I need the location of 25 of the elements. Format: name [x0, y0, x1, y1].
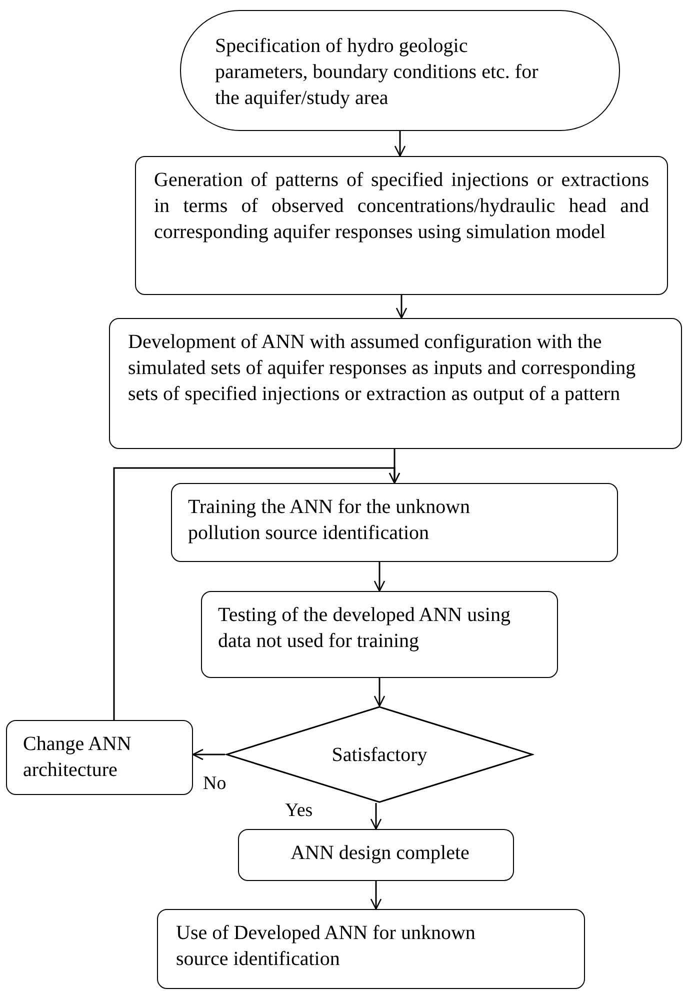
arrow [370, 803, 382, 830]
node-text: Testing of the developed ANN using data not used for training [218, 603, 512, 654]
arrow [394, 131, 406, 157]
process-box [135, 156, 668, 295]
process-box [238, 829, 514, 881]
process-box [6, 720, 193, 795]
node-text: Satisfactory [332, 742, 428, 768]
process-box [157, 909, 585, 989]
node-text: Use of Developed ANN for unknown source identification [176, 921, 476, 972]
node-text: Generation of patterns of specified injections or extractions in terms of observed concentrations/hydraulic head and corresponding aquifer responses using simulation model [154, 168, 649, 245]
arrow [113, 467, 400, 720]
process-box [201, 591, 558, 678]
arrow [370, 881, 382, 910]
process-box [171, 483, 618, 562]
node-text: Specification of hydro geologic parameters, boundary conditions etc. for the aquifer/study area [215, 34, 539, 111]
arrow [396, 295, 408, 319]
arrow [374, 678, 386, 707]
decision-diamond [225, 706, 534, 803]
arrow [192, 748, 225, 760]
node-text: Development of ANN with assumed configuration with the simulated sets of aquifer responses as inputs and corresponding sets of specified injections or extraction as output of a pattern [128, 330, 637, 407]
node-text: Change ANN architecture [23, 732, 132, 783]
node-text: ANN design complete [290, 841, 470, 866]
node-text: Training the ANN for the unknown pollution source identification [188, 495, 472, 546]
arrow [374, 562, 386, 592]
process-box [109, 318, 682, 449]
